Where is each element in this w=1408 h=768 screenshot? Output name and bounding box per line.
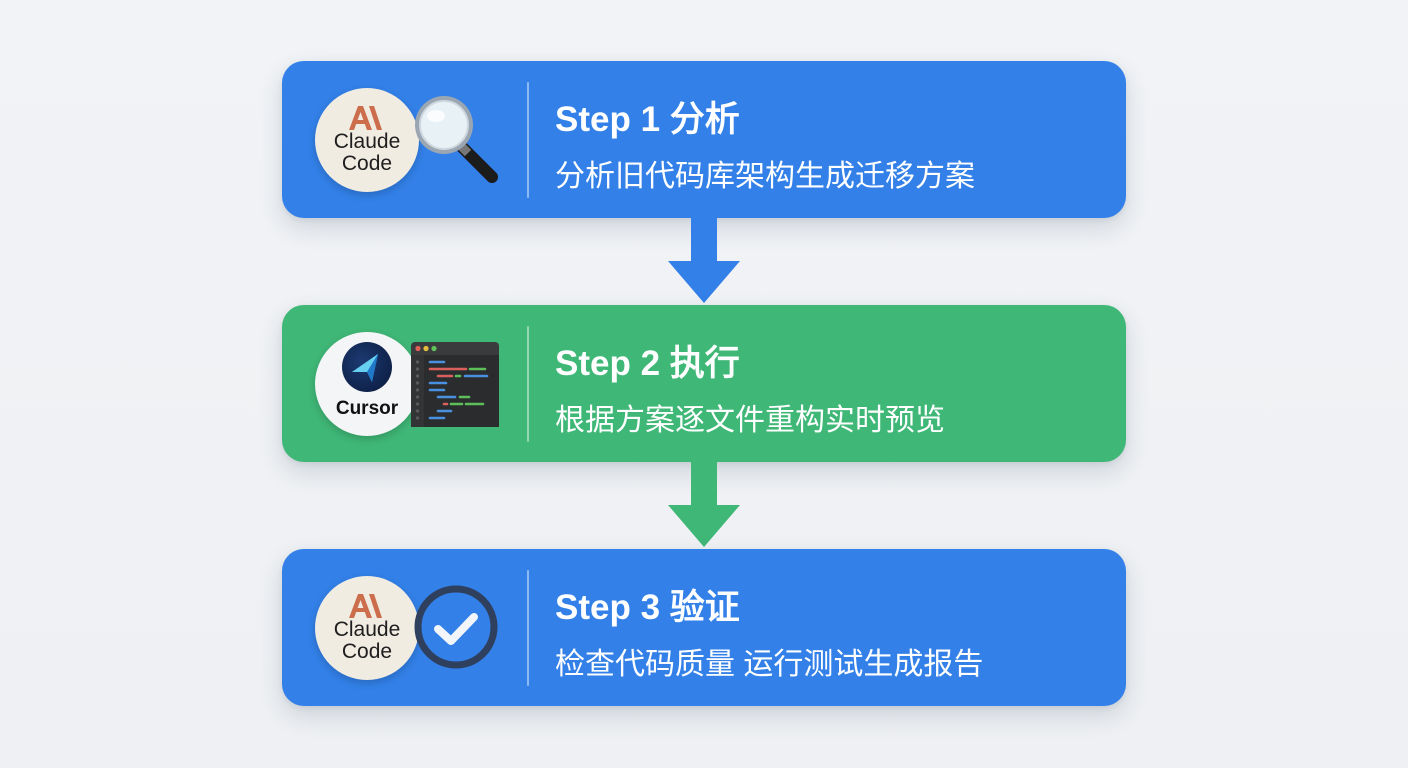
step-1-card: Claude Code Step 1 分析 分析旧代码库架构生成迁移方案 xyxy=(282,61,1126,218)
step-3-card: Claude Code Step 3 验证 检查代码质量 运行测试生成报告 xyxy=(282,549,1126,706)
divider xyxy=(527,326,529,442)
claude-name-line2: Code xyxy=(341,152,393,175)
step-2-card: Cursor Ste xyxy=(282,305,1126,462)
claude-code-logo: Claude Code xyxy=(315,88,419,192)
step-description: 检查代码质量 运行测试生成报告 xyxy=(555,648,984,681)
checkmark-circle-icon xyxy=(414,585,498,669)
step-title: Step 2 执行 xyxy=(555,344,740,383)
cursor-logo: Cursor xyxy=(315,332,419,436)
anthropic-mark-icon xyxy=(349,106,382,130)
anthropic-mark-icon xyxy=(349,594,382,618)
claude-name-line1: Claude xyxy=(333,618,401,641)
cursor-mark-icon xyxy=(342,342,392,392)
step-description: 分析旧代码库架构生成迁移方案 xyxy=(555,160,975,193)
arrow-down-icon xyxy=(668,217,740,303)
divider xyxy=(527,570,529,686)
claude-name-line2: Code xyxy=(341,640,393,663)
step-title: Step 1 分析 xyxy=(555,100,740,139)
divider xyxy=(527,82,529,198)
step-description: 根据方案逐文件重构实时预览 xyxy=(555,404,945,437)
claude-code-logo: Claude Code xyxy=(315,576,419,680)
code-editor-icon xyxy=(411,342,499,427)
arrow-down-icon xyxy=(668,461,740,547)
magnifying-glass-icon xyxy=(415,96,498,183)
claude-name-line1: Claude xyxy=(333,130,401,153)
cursor-name: Cursor xyxy=(335,398,399,419)
step-title: Step 3 验证 xyxy=(555,588,740,627)
